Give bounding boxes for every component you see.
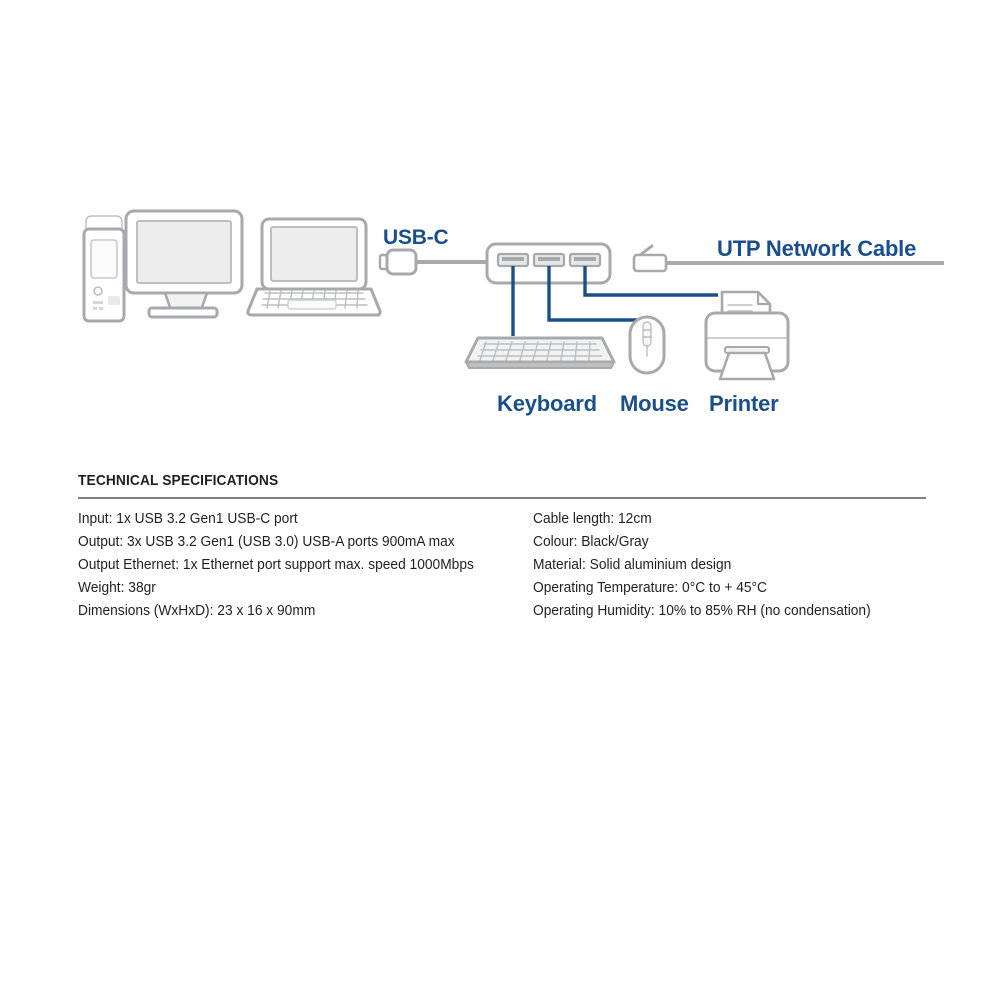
spec-item: Operating Humidity: 10% to 85% RH (no co… — [533, 603, 871, 619]
usb-a-port-1 — [496, 252, 530, 268]
specs-divider — [78, 497, 926, 499]
spec-item: Operating Temperature: 0°C to + 45°C — [533, 580, 767, 596]
technical-specifications-section: TECHNICAL SPECIFICATIONS Input: 1x USB 3… — [78, 472, 926, 623]
spec-item: Colour: Black/Gray — [533, 534, 649, 550]
spec-item: Weight: 38gr — [78, 580, 156, 596]
spec-item: Output Ethernet: 1x Ethernet port suppor… — [78, 557, 474, 573]
label-printer: Printer — [709, 391, 779, 416]
spec-item: Output: 3x USB 3.2 Gen1 (USB 3.0) USB-A … — [78, 534, 455, 550]
monitor-icon — [124, 209, 244, 319]
link-hub-to-printer — [583, 266, 718, 297]
label-utp-network-cable: UTP Network Cable — [717, 236, 916, 261]
specs-right-column: Cable length: 12cm Colour: Black/Gray Ma… — [533, 508, 926, 623]
desktop-tower-icon — [82, 215, 126, 323]
spec-item: Dimensions (WxHxD): 23 x 16 x 90mm — [78, 603, 316, 619]
connection-diagram: USB-C UTP Network Cable Keyboard Mouse P… — [0, 0, 1000, 450]
specs-left-column: Input: 1x USB 3.2 Gen1 USB-C port Output… — [78, 508, 533, 623]
usb-a-port-2 — [532, 252, 566, 268]
spec-item: Material: Solid aluminium design — [533, 557, 732, 573]
label-keyboard: Keyboard — [497, 391, 597, 416]
mouse-icon — [628, 315, 666, 375]
printer-icon — [704, 290, 790, 381]
label-mouse: Mouse — [620, 391, 689, 416]
rj45-connector-icon — [632, 244, 668, 273]
label-usb-c: USB-C — [383, 226, 449, 249]
specs-columns: Input: 1x USB 3.2 Gen1 USB-C port Output… — [78, 508, 926, 623]
usb-hub-icon — [485, 242, 612, 285]
spec-item: Input: 1x USB 3.2 Gen1 USB-C port — [78, 511, 298, 527]
link-hub-to-mouse — [547, 266, 646, 322]
keyboard-icon — [464, 336, 616, 369]
usb-c-connector-icon — [378, 248, 418, 276]
specs-heading: TECHNICAL SPECIFICATIONS — [78, 472, 279, 489]
spec-item: Cable length: 12cm — [533, 511, 652, 527]
laptop-icon — [246, 217, 382, 317]
usb-a-port-3 — [568, 252, 602, 268]
